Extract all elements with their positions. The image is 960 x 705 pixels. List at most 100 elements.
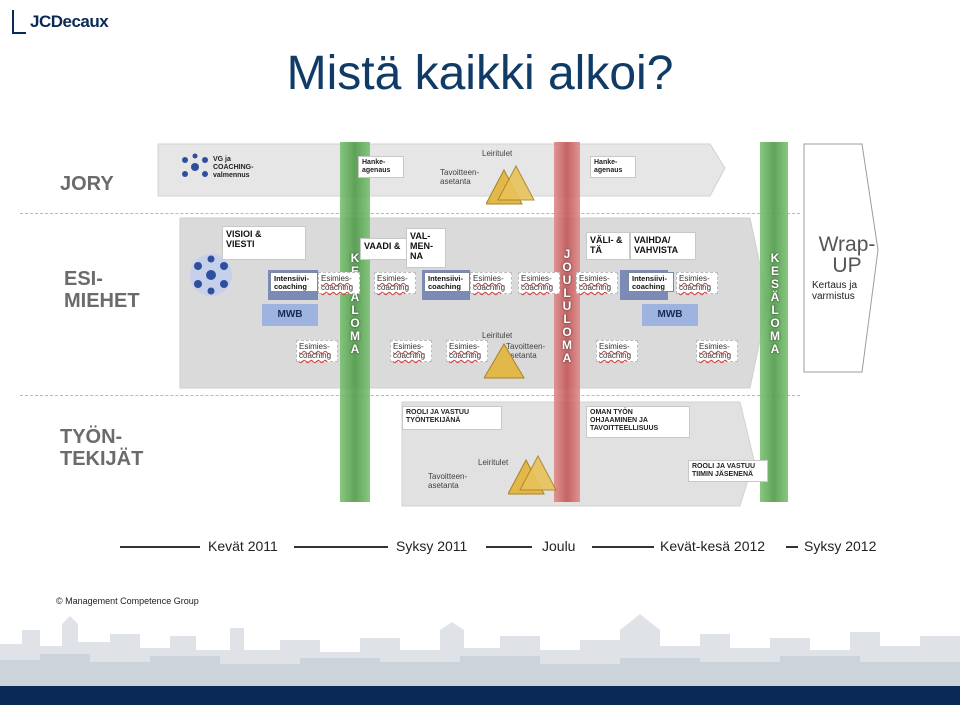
timeline-segment [120,546,200,548]
esimies-coaching-box: Esimies- coaching [296,340,338,362]
timeline-segment [592,546,654,548]
box-line: Esimies- [377,274,408,283]
esimies-coaching-box: Esimies- coaching [576,272,618,294]
box-line: Hanke- [594,159,618,166]
box-line: VISIOI & [226,229,262,239]
oman-tyon-box: OMAN TYÖN OHJAAMINEN JA TAVOITTEELLISUUS [586,406,690,438]
jcdecaux-logo: JCDecaux [10,8,140,36]
esimies-coaching-box: Esimies- coaching [596,340,638,362]
triangle-icon [486,164,535,205]
letter: L [351,303,359,317]
letter: O [562,325,572,339]
box-line: Esimies- [579,274,610,283]
vaihda-box: VAIHDA/ VAHVISTA [630,232,696,260]
box-line: ROOLI JA VASTUU [406,409,470,416]
timeline-segment [294,546,388,548]
triangle-icon [508,454,557,495]
letter: E [350,264,359,278]
box-line: Intensiivi- [632,274,668,283]
box-line: coaching [699,351,732,360]
letter: O [770,316,780,330]
letter: O [562,260,572,274]
footer-bar [0,686,960,705]
box-line: coaching [632,282,665,291]
period-joulu: Joulu [542,538,576,554]
box-line: Intensiivi- [428,274,464,283]
row-label-tyon-1: TYÖN- [60,426,123,448]
box-line: coaching [299,351,332,360]
leiritulet-label: Leiritulet [482,331,513,340]
box-line: VG ja [213,156,231,163]
box-line: coaching [521,283,554,292]
intensiivi-coaching-box: Intensiivi- coaching [270,272,318,292]
letter: M [562,338,572,352]
jouluoma-label: J O U L U L O M A [558,248,576,365]
tavoitteen-label: Tavoitteen- asetanta [440,168,479,186]
letter: A [770,342,780,356]
wrapup-line: UP [832,254,862,277]
mwb-box: MWB [262,304,318,326]
letter: M [770,329,780,343]
box-line: agenaus [594,167,623,174]
box-line: NA [410,251,423,261]
box-line: Esimies- [521,274,552,283]
copyright-note: © Management Competence Group [56,596,199,606]
visioi-viesti-box: VISIOI & VIESTI [222,226,306,260]
esimies-coaching-box: Esimies- coaching [390,340,432,362]
period-syksy-2011: Syksy 2011 [396,538,468,554]
christmas-break-band [554,142,580,502]
label-line: asetanta [440,177,471,186]
esimies-coaching-box: Esimies- coaching [318,272,360,294]
esimies-coaching-box: Esimies- coaching [518,272,560,294]
box-line: COACHING- [213,164,254,171]
letter: K [770,251,780,265]
letter: A [350,342,360,356]
box-line: coaching [579,283,612,292]
logo-text: JCDecaux [30,12,109,31]
box-line: Intensiivi- [274,274,310,283]
summer-break-band-1 [340,142,370,502]
valmenna-box: VAL- MEN- NA [406,228,446,268]
esimies-coaching-box: Esimies- coaching [696,340,738,362]
box-line: Esimies- [599,342,630,351]
letter: J [563,247,571,261]
slide-title: Mistä kaikki alkoi? [286,47,674,100]
row-divider [20,213,800,214]
network-icon [190,254,232,296]
leiritulet-label: Leiritulet [478,458,509,467]
box-line: coaching [428,282,461,291]
box-line: Esimies- [679,274,710,283]
letter: A [562,351,572,365]
esimies-coaching-box: Esimies- coaching [446,340,488,362]
box-line: VIESTI [226,239,255,249]
hanke-box-1: Hanke- agenaus [358,156,404,178]
box-line: VÄLI- & [590,235,623,245]
intensiivi-coaching-box: Intensiivi- coaching [424,272,470,292]
vali-box: VÄLI- & TÄ [586,232,630,260]
box-line: Esimies- [321,274,352,283]
wrapup-line: Kertaus ja [812,280,858,291]
row-label-esi-1: ESI- [64,268,103,290]
box-line: coaching [449,351,482,360]
triangle-icon [484,343,525,379]
box-line: OHJAAMINEN JA [590,417,648,424]
box-line: coaching [393,351,426,360]
esimies-coaching-box: Esimies- coaching [470,272,512,294]
network-icon [182,153,208,177]
box-line: VAL- [410,231,431,241]
box-line: valmennus [213,172,250,179]
box-line: coaching [274,282,307,291]
mwb-box: MWB [642,304,698,326]
period-kevat-2011: Kevät 2011 [208,538,278,554]
box-line: Esimies- [473,274,504,283]
letter: L [563,312,571,326]
letter: U [562,299,572,313]
timeline-axis: Kevät 2011 Syksy 2011 Joulu Kevät-kesä 2… [0,533,960,563]
letter: Ä [770,290,780,304]
wrapup-line: Wrap- [818,233,876,256]
box-line: ROOLI JA VASTUU [692,463,756,470]
row-divider [20,395,800,396]
letter: E [770,264,779,278]
intensiivi-coaching-box: Intensiivi- coaching [628,272,674,292]
vg-coaching-box: VG ja COACHING- valmennus [210,154,270,180]
